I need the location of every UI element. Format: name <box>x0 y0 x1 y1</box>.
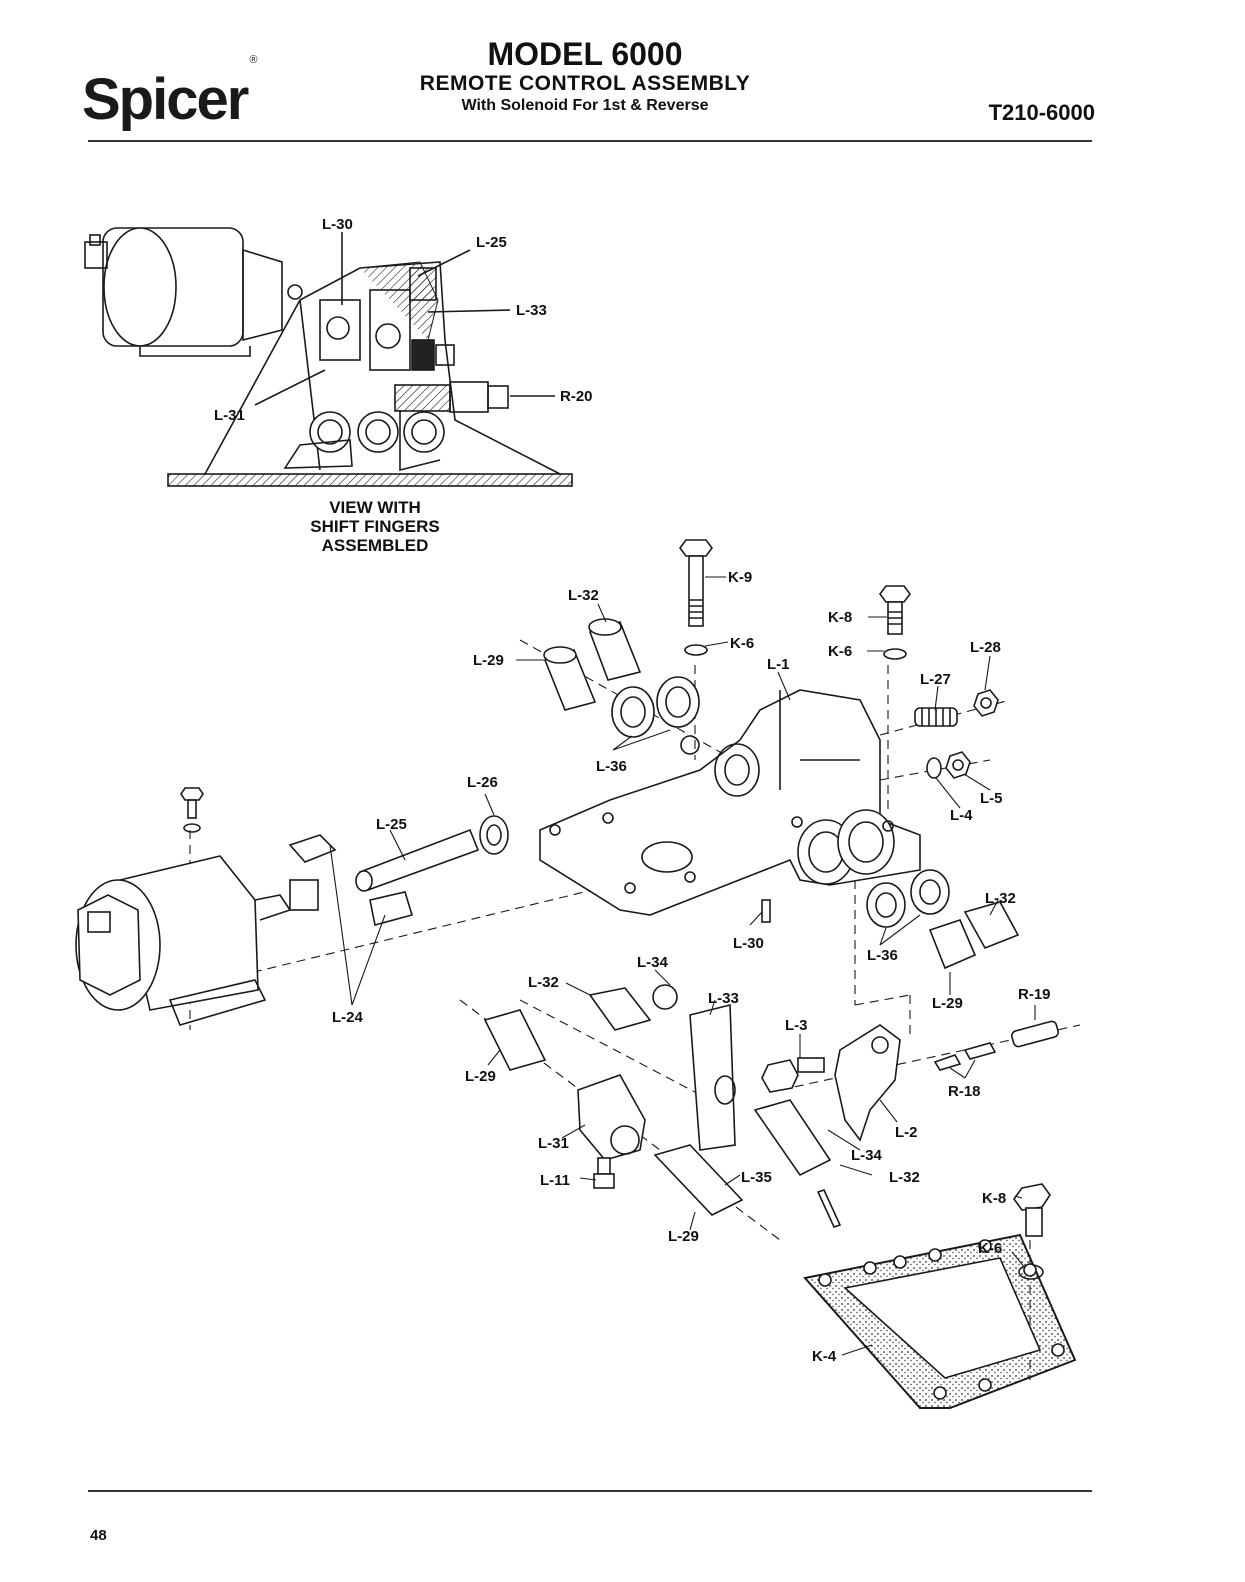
part-label: L-25 <box>476 234 507 251</box>
part-label: L-24 <box>332 1009 364 1026</box>
sleeves-top <box>543 618 642 711</box>
part-label: L-32 <box>889 1169 920 1186</box>
inset-assembly-drawing <box>84 227 573 487</box>
bolt-k9 <box>679 539 713 656</box>
part-label: K-9 <box>728 569 752 586</box>
part-label: L-30 <box>322 216 353 233</box>
part-label: L-29 <box>932 995 963 1012</box>
part-label: L-5 <box>980 790 1003 807</box>
finger-l31 <box>577 1074 842 1228</box>
inset-caption: VIEW WITH SHIFT FINGERS ASSEMBLED <box>290 498 460 555</box>
part-label: L-30 <box>733 935 764 952</box>
part-label: L-33 <box>516 302 547 319</box>
page-subtitle: REMOTE CONTROL ASSEMBLY <box>419 72 751 95</box>
part-label: L-11 <box>540 1172 570 1189</box>
part-label: K-8 <box>828 609 852 626</box>
part-label: K-6 <box>730 635 754 652</box>
brand-name: Spicer <box>82 67 249 132</box>
housing-l1 <box>539 689 921 916</box>
part-label: L-1 <box>767 656 790 673</box>
part-label: L-36 <box>867 947 898 964</box>
seals-lower-right <box>761 869 1020 970</box>
exploded-labels: K-9 L-32 K-8 K-6 K-6 L-28 L-29 L-1 L-27 … <box>332 569 1051 1365</box>
bolt-k8-upper <box>879 585 911 660</box>
footer-rule <box>88 1490 1092 1492</box>
part-label: R-18 <box>948 1083 981 1100</box>
inset-caption-line: SHIFT FINGERS <box>310 517 440 536</box>
part-label: L-26 <box>467 774 498 791</box>
page-number: 48 <box>90 1527 107 1544</box>
part-label: L-4 <box>950 807 973 824</box>
registered-mark: ® <box>249 53 258 66</box>
part-label: L-34 <box>851 1147 883 1164</box>
part-label: L-31 <box>538 1135 569 1152</box>
part-label: L-28 <box>970 639 1001 656</box>
inset-caption-line: ASSEMBLED <box>321 536 429 555</box>
part-label: L-29 <box>668 1228 699 1245</box>
doc-code: T210-6000 <box>988 100 1095 125</box>
part-label: L-29 <box>473 652 504 669</box>
page-title: MODEL 6000 <box>487 36 683 72</box>
part-label: L-25 <box>376 816 407 833</box>
part-label: L-34 <box>637 954 669 971</box>
finger-l2 <box>761 1024 901 1142</box>
part-label: L-2 <box>895 1124 918 1141</box>
part-label: K-6 <box>828 643 852 660</box>
part-label: K-4 <box>812 1348 837 1365</box>
part-label: L-31 <box>214 407 245 424</box>
part-label: L-32 <box>568 587 599 604</box>
part-label: L-33 <box>708 990 739 1007</box>
brand-logo: Spicer® <box>82 54 257 133</box>
shaft-l25 <box>355 815 509 892</box>
header-rule <box>88 140 1092 142</box>
part-label: R-19 <box>1018 986 1051 1003</box>
spring-r19 <box>933 1020 1059 1071</box>
part-label: K-8 <box>982 1190 1006 1207</box>
part-label: K-6 <box>978 1240 1002 1257</box>
page-title-block: MODEL 6000 REMOTE CONTROL ASSEMBLY With … <box>380 36 790 116</box>
part-label: L-27 <box>920 671 951 688</box>
solenoid-body <box>75 787 414 1026</box>
seals-top <box>611 676 700 738</box>
gasket-k4 <box>803 1233 1077 1409</box>
part-label: R-20 <box>560 388 593 405</box>
part-label: L-32 <box>528 974 559 991</box>
page-subtitle-2: With Solenoid For 1st & Reverse <box>461 97 709 114</box>
inset-caption-line: VIEW WITH <box>329 498 421 517</box>
shift-parts-middle <box>483 984 736 1151</box>
part-label: L-32 <box>985 890 1016 907</box>
inset-labels: L-30 L-25 L-33 L-31 R-20 <box>214 216 593 424</box>
leader-lines <box>329 576 1036 1356</box>
spring-nuts-right <box>914 689 999 779</box>
part-label: L-3 <box>785 1017 808 1034</box>
part-label: L-29 <box>465 1068 496 1085</box>
part-label: L-36 <box>596 758 627 775</box>
part-label: L-35 <box>741 1169 772 1186</box>
